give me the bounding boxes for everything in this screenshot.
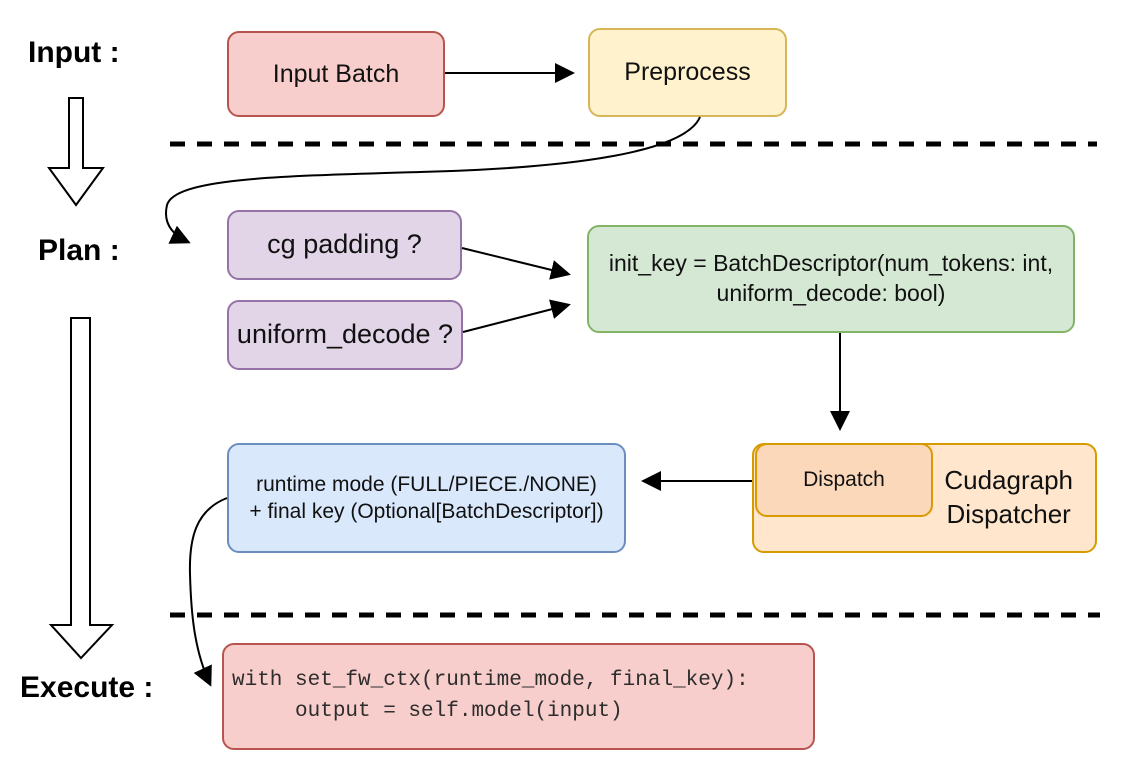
execute-code-node: with set_fw_ctx(runtime_mode, final_key)… bbox=[222, 643, 815, 750]
runtime-mode-node: runtime mode (FULL/PIECE./NONE) + final … bbox=[227, 443, 626, 553]
plan-section-arrow-icon bbox=[48, 317, 115, 660]
execute-section-label: Execute : bbox=[20, 671, 154, 704]
uniform-decode-node: uniform_decode ? bbox=[227, 300, 463, 370]
dispatch-node: Dispatch bbox=[755, 443, 933, 517]
init-key-node: init_key = BatchDescriptor(num_tokens: i… bbox=[587, 225, 1075, 333]
arrow-cg-padding-to-init-key bbox=[461, 247, 571, 280]
input-section-label: Input : bbox=[28, 36, 120, 69]
preprocess-node: Preprocess bbox=[588, 28, 787, 117]
cg-padding-node: cg padding ? bbox=[227, 210, 462, 280]
input-batch-node: Input Batch bbox=[227, 31, 445, 117]
plan-section-label: Plan : bbox=[38, 234, 120, 267]
input-section-arrow-icon bbox=[47, 97, 105, 207]
arrow-uniform-decode-to-init-key bbox=[462, 299, 571, 333]
